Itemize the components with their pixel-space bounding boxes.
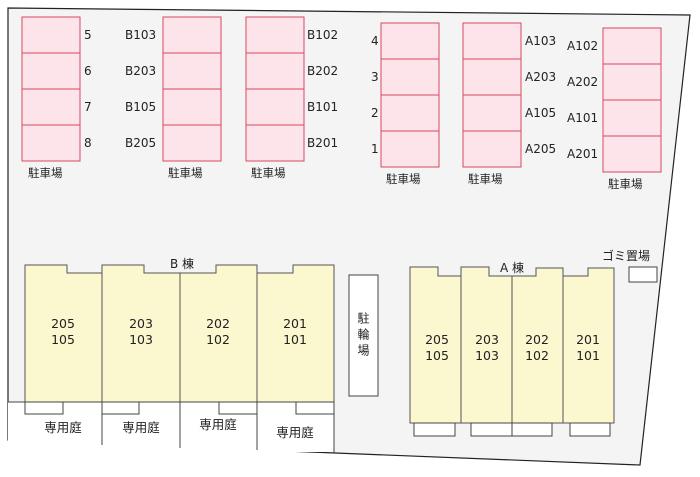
parking-space-label: B205 <box>125 136 156 150</box>
parking-space <box>245 16 305 54</box>
unit-number-upper: 202 <box>206 316 230 331</box>
unit-a-201 <box>562 267 615 424</box>
parking-space <box>21 52 81 90</box>
unit-number-upper: 205 <box>51 316 75 331</box>
parking-lot-1: 5 6 7 8 駐車場 <box>21 16 92 180</box>
parking-caption: 駐車場 <box>251 166 286 180</box>
bicycle-parking <box>348 274 379 397</box>
parking-space-label: A202 <box>567 75 598 89</box>
unit-number-upper: 205 <box>425 332 449 347</box>
parking-space <box>602 27 662 65</box>
parking-space <box>245 88 305 126</box>
parking-space <box>462 22 522 60</box>
private-garden-label: 専用庭 <box>199 417 237 432</box>
unit-a-205-porch <box>413 422 456 437</box>
parking-caption: 駐車場 <box>168 166 203 180</box>
private-garden-label: 専用庭 <box>276 425 314 440</box>
parking-space-label: 1 <box>371 142 379 156</box>
parking-space-label: A205 <box>525 142 556 156</box>
garbage-area <box>628 266 658 283</box>
unit-number-upper: 201 <box>576 332 600 347</box>
parking-space-label: B101 <box>307 100 338 114</box>
parking-space <box>462 58 522 96</box>
parking-space <box>462 94 522 132</box>
parking-space-label: 6 <box>84 64 92 78</box>
parking-lot-4: 4 3 2 1 駐車場 <box>371 22 440 186</box>
parking-space-label: A201 <box>567 147 598 161</box>
unit-number-lower: 102 <box>525 348 549 363</box>
parking-space <box>602 63 662 101</box>
unit-number-lower: 105 <box>425 348 449 363</box>
unit-number-lower: 101 <box>576 348 600 363</box>
parking-space <box>380 58 440 96</box>
parking-caption: 駐車場 <box>468 172 503 186</box>
bicycle-parking-label: 駐輪場 <box>356 311 370 360</box>
unit-number-upper: 203 <box>475 332 499 347</box>
unit-a-201-porch <box>569 422 611 437</box>
parking-space <box>602 135 662 173</box>
unit-number-lower: 101 <box>283 332 307 347</box>
unit-number-upper: 202 <box>525 332 549 347</box>
parking-space <box>162 52 222 90</box>
parking-space-label: B105 <box>125 100 156 114</box>
parking-space <box>21 88 81 126</box>
garbage-label: ゴミ置場 <box>602 248 650 263</box>
unit-number-lower: 105 <box>51 332 75 347</box>
parking-areas: 5678駐車場B103B203B105B205駐車場B102B202B101B2… <box>21 16 662 191</box>
parking-space-label: B201 <box>307 136 338 150</box>
parking-space <box>380 22 440 60</box>
parking-space <box>380 94 440 132</box>
parking-space-label: 4 <box>371 34 379 48</box>
unit-number-upper: 203 <box>129 316 153 331</box>
unit-number-lower: 103 <box>129 332 153 347</box>
unit-number-lower: 102 <box>206 332 230 347</box>
parking-space <box>380 130 440 168</box>
private-garden-label: 専用庭 <box>44 420 82 435</box>
parking-space-label: A105 <box>525 106 556 120</box>
parking-space-label: 2 <box>371 106 379 120</box>
parking-space <box>462 130 522 168</box>
parking-space-label: A103 <box>525 34 556 48</box>
unit-number-lower: 103 <box>475 348 499 363</box>
parking-space <box>162 124 222 162</box>
parking-space-label: 3 <box>371 70 379 84</box>
parking-caption: 駐車場 <box>386 172 421 186</box>
unit-number-upper: 201 <box>283 316 307 331</box>
parking-caption: 駐車場 <box>608 177 643 191</box>
building-a-title: A 棟 <box>500 260 524 275</box>
parking-space <box>162 88 222 126</box>
parking-caption: 駐車場 <box>28 166 63 180</box>
parking-space <box>21 16 81 54</box>
parking-space <box>245 52 305 90</box>
parking-space-label: B103 <box>125 28 156 42</box>
building-b: B 棟 205105203103202102201101 専用庭専用庭専用庭専用… <box>8 256 335 453</box>
parking-space-label: 5 <box>84 28 92 42</box>
parking-space <box>162 16 222 54</box>
garden-dividers <box>8 401 335 453</box>
building-b-title: B 棟 <box>170 256 194 271</box>
parking-space-label: 8 <box>84 136 92 150</box>
parking-space <box>245 124 305 162</box>
unit-a-203-porch <box>470 422 513 437</box>
parking-space-label: B203 <box>125 64 156 78</box>
garden-area <box>8 402 334 452</box>
unit-a-202-porch <box>511 422 553 437</box>
parking-space <box>21 124 81 162</box>
private-garden-label: 専用庭 <box>122 420 160 435</box>
parking-space-label: A102 <box>567 39 598 53</box>
parking-space-label: B102 <box>307 28 338 42</box>
parking-space <box>602 99 662 137</box>
parking-space-label: A203 <box>525 70 556 84</box>
parking-space-label: B202 <box>307 64 338 78</box>
parking-space-label: 7 <box>84 100 92 114</box>
parking-space-label: A101 <box>567 111 598 125</box>
